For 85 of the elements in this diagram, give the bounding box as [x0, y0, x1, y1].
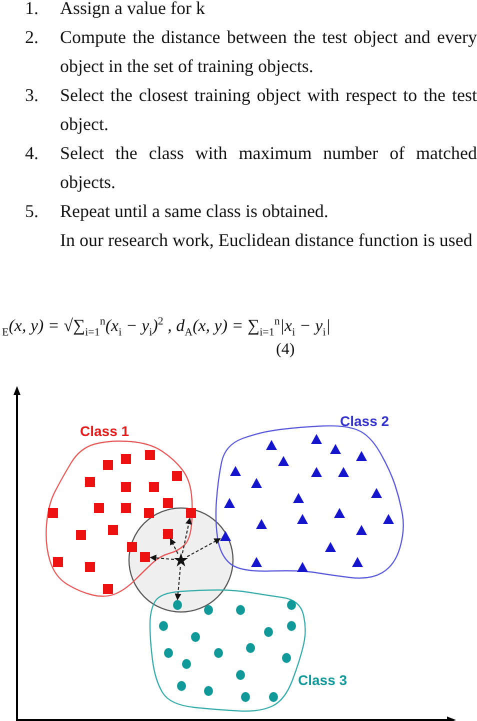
- data-point-triangle: [292, 493, 304, 504]
- data-point-dot: [287, 600, 296, 610]
- data-point-triangle: [297, 514, 308, 524]
- data-point-triangle: [278, 456, 289, 466]
- paragraph: In our research work, Euclidean distance function is used: [60, 229, 474, 252]
- data-point-square: [163, 498, 174, 508]
- data-point-dot: [241, 692, 250, 702]
- data-point-triangle: [356, 450, 368, 461]
- list-item-text: Select the closest training object with respect to the test object.: [60, 84, 477, 136]
- data-point-dot: [177, 680, 186, 691]
- dashed-arrow: [174, 566, 182, 600]
- data-point-square: [85, 476, 95, 487]
- list-number: 1.: [25, 0, 38, 20]
- list-number: 4.: [25, 142, 38, 165]
- data-point-square: [121, 482, 131, 492]
- data-point-dot: [190, 632, 200, 642]
- data-point-triangle: [230, 466, 240, 476]
- data-point-triangle: [330, 444, 340, 454]
- list-item-text: Select the class with maximum number of matched objects.: [60, 142, 477, 194]
- dashed-arrow: [186, 538, 221, 558]
- data-point-triangle: [297, 562, 308, 572]
- test-point-star: [174, 553, 188, 567]
- data-point-square: [163, 529, 173, 539]
- data-point-dot: [287, 621, 296, 631]
- class-label: Class 2: [340, 413, 390, 429]
- data-point-triangle: [220, 531, 230, 541]
- data-point-triangle: [311, 434, 322, 444]
- data-point-square: [126, 542, 137, 552]
- data-point-square: [140, 552, 150, 562]
- data-point-dot: [236, 605, 246, 615]
- list-number: 5.: [25, 200, 38, 223]
- data-point-square: [53, 557, 64, 568]
- distance-formula: $_{E}$(x, y) = √∑$_{i=1}$$^{n}$(x$_{i}$ − y$_{i}$)$^{2}$ , d$_{A}$(x, y) = ∑$_{i=1}$$^{n}$|x$_{i}$ − y$_{i}$|: [2, 314, 330, 340]
- data-point-dot: [246, 643, 254, 654]
- dashed-arrow: [182, 518, 192, 554]
- data-point-triangle: [338, 466, 349, 477]
- class-label: Class 1: [80, 423, 130, 439]
- data-point-dot: [164, 648, 173, 658]
- data-point-square: [48, 508, 58, 518]
- data-point-dot: [204, 605, 213, 615]
- list-item-text: Assign a value for k: [60, 0, 206, 20]
- data-point-triangle: [370, 488, 382, 498]
- data-point-square: [144, 508, 154, 518]
- data-point-dot: [264, 627, 273, 638]
- data-point-square: [186, 508, 196, 518]
- list-item-text: Compute the distance between the test object and every object in the set of training objects.: [60, 26, 477, 78]
- class-region: [215, 425, 404, 579]
- list-number: 2.: [25, 26, 38, 49]
- class-label: Class 3: [298, 672, 348, 688]
- data-point-dot: [282, 653, 292, 664]
- data-point-triangle: [256, 519, 268, 530]
- data-point-square: [149, 482, 159, 492]
- data-point-square: [94, 503, 104, 514]
- equation-number: (4): [276, 340, 295, 360]
- data-point-triangle: [324, 542, 336, 552]
- data-point-triangle: [251, 478, 262, 488]
- data-point-dot: [268, 692, 278, 702]
- data-point-square: [172, 471, 182, 481]
- data-point-triangle: [356, 525, 368, 535]
- data-point-triangle: [224, 498, 235, 508]
- data-point-dot: [236, 670, 246, 680]
- dashed-arrow: [170, 538, 178, 554]
- data-point-square: [76, 530, 86, 540]
- data-point-triangle: [382, 514, 394, 524]
- data-point-square: [121, 503, 131, 514]
- data-point-square: [103, 584, 114, 594]
- list-number: 3.: [25, 84, 38, 107]
- data-point-square: [121, 454, 131, 464]
- data-point-square: [108, 525, 118, 535]
- data-point-triangle: [334, 508, 344, 518]
- data-point-square: [102, 460, 113, 470]
- data-point-square: [145, 450, 155, 460]
- class-region: [46, 440, 193, 597]
- data-point-triangle: [352, 557, 363, 568]
- data-point-dot: [158, 621, 168, 631]
- data-point-dot: [204, 686, 213, 696]
- data-point-dot: [182, 659, 192, 669]
- dashed-arrow: [150, 554, 174, 562]
- data-point-square: [85, 562, 95, 572]
- data-point-dot: [214, 648, 223, 658]
- data-point-dot: [172, 600, 182, 610]
- data-point-triangle: [251, 557, 262, 568]
- list-item-text: Repeat until a same class is obtained.: [60, 200, 330, 223]
- data-point-triangle: [266, 440, 278, 450]
- data-point-triangle: [311, 466, 322, 477]
